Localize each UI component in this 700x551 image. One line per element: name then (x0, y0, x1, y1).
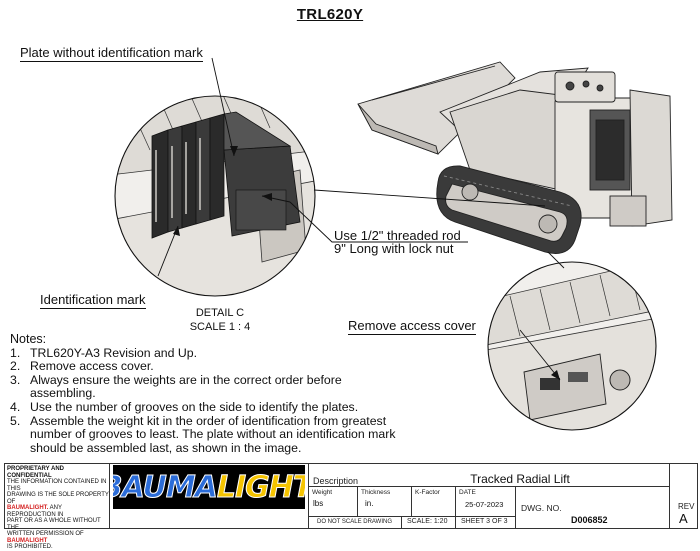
logo-text-bauma: BAUMA (113, 469, 218, 505)
baumalight-logo: BAUMALIGHT® (113, 465, 305, 509)
scale-value: SCALE: 1:20 (407, 518, 448, 525)
dwg-number-label: DWG. NO. (521, 503, 562, 513)
proprietary-notice: PROPRIETARY AND CONFIDENTIAL THE INFORMA… (7, 466, 109, 551)
title-block: PROPRIETARY AND CONFIDENTIAL THE INFORMA… (4, 463, 698, 550)
drawing-title: TRL620Y (296, 6, 364, 23)
dwg-number-value: D006852 (571, 515, 608, 525)
sheet-number: SHEET 3 OF 3 (461, 518, 508, 525)
callout-threaded-rod-line1: Use 1/2" threaded rod (334, 228, 461, 243)
proprietary-line: DRAWING IS THE SOLE PROPERTY OF (7, 492, 109, 505)
weight-value: lbs (313, 499, 324, 508)
note-item: 1. TRL620Y-A3 Revision and Up. (10, 345, 410, 361)
note-text: Remove access cover. (30, 359, 154, 374)
note-text: Always ensure the weights are in the cor… (30, 372, 342, 401)
proprietary-line: WRITTEN PERMISSION OF BAUMALIGHT (7, 531, 109, 544)
proprietary-brand: BAUMALIGHT. (7, 505, 49, 511)
detail-caption: DETAIL C SCALE 1 : 4 (160, 306, 280, 334)
note-number: 4. (10, 399, 21, 414)
detail-scale: SCALE 1 : 4 (189, 321, 251, 333)
note-number: 3. (10, 372, 21, 387)
weight-label: Weight (312, 489, 333, 496)
proprietary-text: ANY REPRODUCTION IN (7, 505, 64, 518)
callout-identification-mark: Identification mark (40, 292, 146, 309)
note-text: Assemble the weight kit in the order of … (30, 413, 396, 455)
note-item: 4. Use the number of grooves on the side… (10, 399, 410, 415)
drawing-artwork (114, 57, 673, 431)
note-text: Use the number of grooves on the side to… (30, 399, 359, 414)
proprietary-brand: BAUMALIGHT (7, 537, 48, 544)
callout-plate-without-mark: Plate without identification mark (20, 45, 203, 62)
thickness-value: in. (365, 499, 374, 508)
kfactor-label: K-Factor (415, 489, 440, 496)
date-label: DATE (459, 489, 476, 496)
callout-threaded-rod-line2: 9" Long with lock nut (334, 241, 454, 256)
note-number: 2. (10, 359, 21, 374)
note-number: 5. (10, 413, 21, 428)
callout-remove-access-cover: Remove access cover (348, 318, 476, 335)
leader-arrowheads (173, 146, 560, 380)
leader-lines (157, 57, 565, 381)
thickness-label: Thickness (361, 489, 391, 496)
note-item: 3. Always ensure the weights are in the … (10, 372, 410, 401)
date-value: 25-07-2023 (465, 500, 504, 509)
notes-heading: Notes: (10, 332, 47, 346)
description-label: Description (313, 476, 359, 486)
note-number: 1. (10, 345, 21, 360)
proprietary-line: THE INFORMATION CONTAINED IN THIS (7, 479, 107, 492)
do-not-scale-note: DO NOT SCALE DRAWING (317, 519, 393, 525)
proprietary-text: WRITTEN PERMISSION OF (7, 531, 84, 537)
access-cover-detail-circle (487, 261, 657, 431)
proprietary-line: BAUMALIGHT. ANY REPRODUCTION IN (7, 505, 109, 518)
revision-label: REV (678, 502, 695, 511)
detail-name: DETAIL C (195, 307, 245, 319)
tracked-lift-illustration (357, 61, 673, 254)
proprietary-line: PART OR AS A WHOLE WITHOUT THE (7, 518, 101, 531)
proprietary-line: IS PROHIBITED. (7, 544, 53, 550)
proprietary-heading: PROPRIETARY AND CONFIDENTIAL (7, 466, 65, 479)
notes-block: Notes: 1. TRL620Y-A3 Revision and Up. 2.… (10, 332, 410, 456)
description-value: Tracked Radial Lift (470, 472, 570, 486)
note-item: 5. Assemble the weight kit in the order … (10, 413, 410, 456)
note-text: TRL620Y-A3 Revision and Up. (30, 345, 198, 360)
detail-c-circle (114, 95, 316, 297)
logo-text-light: LIGHT (216, 469, 305, 505)
revision-value: A (679, 511, 688, 526)
note-item: 2. Remove access cover. (10, 360, 410, 374)
